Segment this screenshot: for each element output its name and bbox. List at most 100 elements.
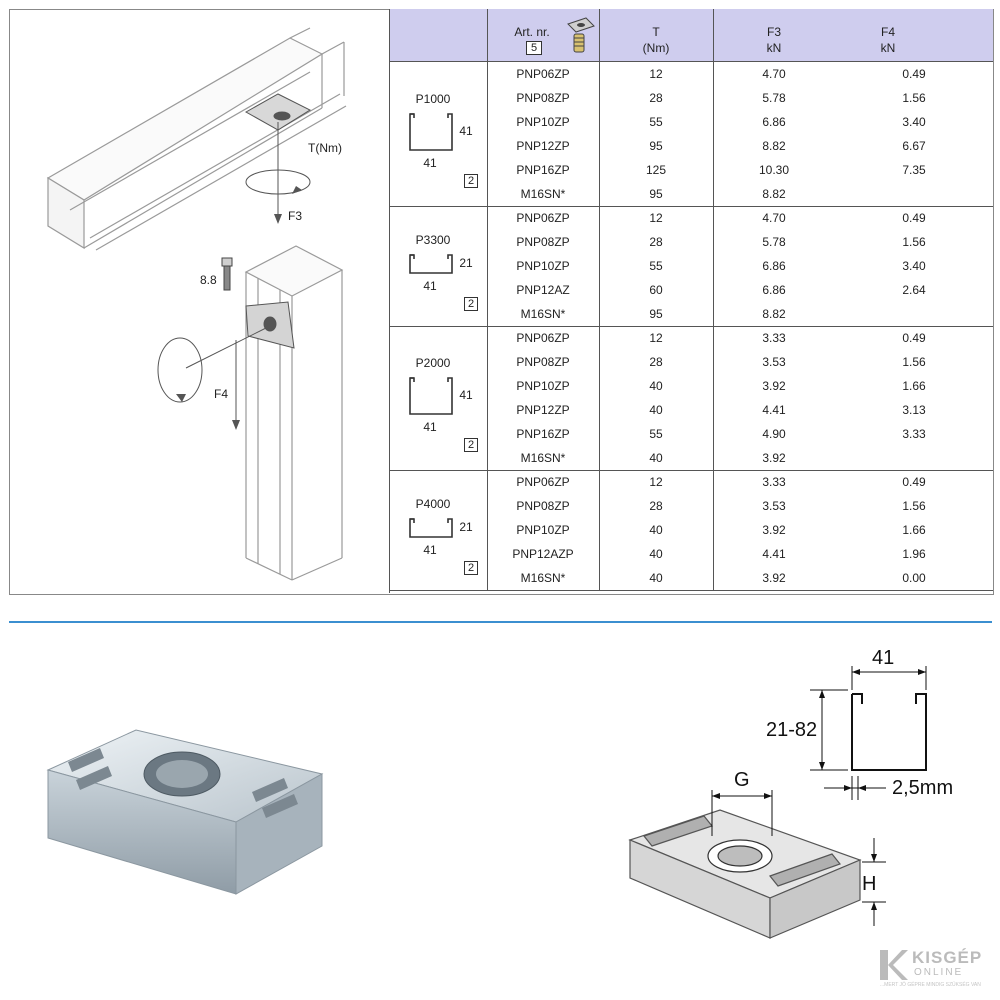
table-cell-f4: 1.56: [902, 91, 926, 105]
table-cell-f4: 1.56: [902, 499, 926, 513]
dim-g: G: [734, 769, 750, 791]
table-cell-f3: 3.92: [762, 451, 786, 465]
profile-height: 41: [459, 388, 473, 402]
profile-badge: 2: [464, 561, 478, 575]
table-cell-art: PNP08ZP: [516, 91, 570, 105]
column-separator: [599, 62, 600, 590]
bolt-label: 8.8: [200, 273, 217, 287]
table-cell-f4: 3.33: [902, 427, 926, 441]
table-cell-f4: 3.40: [902, 259, 926, 273]
table-cell-art: PNP12AZ: [516, 283, 570, 297]
table-cell-f4: 0.00: [902, 571, 926, 585]
profile-height: 21: [459, 256, 473, 270]
table-cell-f3: 8.82: [762, 187, 786, 201]
table-cell-f4: 7.35: [902, 163, 926, 177]
table-cell-t: 40: [649, 379, 663, 393]
profile-section-icon: [409, 518, 453, 538]
table-cell-t: 95: [649, 187, 663, 201]
dim-thickness: 2,5mm: [892, 777, 953, 799]
profile-block: P2000 41 41 2: [390, 326, 486, 470]
header-f3-unit: kN: [766, 41, 782, 55]
table-cell-art: M16SN*: [520, 307, 566, 321]
header-art-label: Art. nr.: [514, 25, 550, 39]
nut-icon: [567, 17, 595, 53]
vertical-channel: [244, 245, 344, 581]
table-cell-art: PNP06ZP: [516, 331, 570, 345]
table-cell-f3: 10.30: [758, 163, 790, 177]
channel-section: [851, 693, 927, 771]
table-cell-t: 12: [649, 211, 663, 225]
table-cell-f3: 3.33: [762, 331, 786, 345]
table-cell-t: 12: [649, 475, 663, 489]
table-cell-f3: 3.92: [762, 571, 786, 585]
table-cell-art: PNP12ZP: [516, 403, 570, 417]
row-separator: [390, 206, 993, 207]
row-separator: [390, 590, 993, 591]
column-separator: [713, 62, 714, 590]
table-cell-t: 28: [649, 91, 663, 105]
table-cell-f3: 6.86: [762, 283, 786, 297]
table-cell-art: PNP06ZP: [516, 67, 570, 81]
profile-section-icon: [409, 377, 453, 415]
table-cell-f4: 0.49: [902, 475, 926, 489]
column-separator: [487, 9, 488, 61]
nut-top: [244, 93, 312, 131]
table-cell-t: 95: [649, 307, 663, 321]
table-cell-f3: 4.90: [762, 427, 786, 441]
table-cell-art: PNP08ZP: [516, 235, 570, 249]
table-cell-f3: 5.78: [762, 91, 786, 105]
header-t: T: [652, 25, 660, 39]
table-cell-f3: 3.33: [762, 475, 786, 489]
table-cell-f4: 3.13: [902, 403, 926, 417]
dim-width: 41: [872, 647, 894, 669]
profile-badge: 2: [464, 297, 478, 311]
table-cell-art: PNP10ZP: [516, 523, 570, 537]
table-cell-t: 40: [649, 451, 663, 465]
table-cell-t: 40: [649, 403, 663, 417]
installation-diagram: T(Nm) F3 8.8 F4: [46, 27, 347, 581]
table-cell-f4: 2.64: [902, 283, 926, 297]
table-cell-art: PNP12AZP: [512, 547, 574, 561]
table-cell-t: 55: [649, 259, 663, 273]
table-cell-f3: 6.86: [762, 115, 786, 129]
profile-block: P3300 21 41 2: [390, 206, 486, 326]
profile-block: P4000 21 41 2: [390, 470, 486, 590]
table-cell-t: 12: [649, 67, 663, 81]
table-cell-f3: 3.53: [762, 499, 786, 513]
table-cell-t: 125: [645, 163, 667, 177]
profile-width: 41: [423, 156, 437, 170]
table-cell-f3: 4.41: [762, 547, 786, 561]
profile-width: 41: [423, 543, 437, 557]
header-t-unit: (Nm): [642, 41, 670, 55]
section-divider: [9, 621, 992, 623]
table-cell-f4: 1.56: [902, 355, 926, 369]
table-cell-f3: 4.70: [762, 67, 786, 81]
f4-label: F4: [214, 387, 228, 401]
table-cell-t: 40: [649, 547, 663, 561]
table-cell-art: PNP16ZP: [516, 427, 570, 441]
table-cell-f4: 0.49: [902, 211, 926, 225]
profile-name: P4000: [415, 497, 451, 511]
logo-name: KISGÉP: [912, 948, 983, 967]
profile-block: P1000 41 41 2: [390, 62, 486, 206]
table-cell-f3: 4.41: [762, 403, 786, 417]
table-cell-f3: 4.70: [762, 211, 786, 225]
dim-height: 21-82: [766, 719, 817, 741]
table-cell-t: 28: [649, 499, 663, 513]
table-cell-f3: 8.82: [762, 307, 786, 321]
table-cell-t: 55: [649, 427, 663, 441]
table-cell-art: PNP08ZP: [516, 499, 570, 513]
table-cell-art: M16SN*: [520, 571, 566, 585]
table-cell-t: 95: [649, 139, 663, 153]
table-cell-art: PNP06ZP: [516, 211, 570, 225]
teeth-right: [252, 778, 298, 818]
nut-photo: [46, 729, 324, 895]
table-cell-f4: 0.49: [902, 331, 926, 345]
table-cell-f4: 6.67: [902, 139, 926, 153]
header-f4-unit: kN: [880, 41, 896, 55]
profile-name: P3300: [415, 233, 451, 247]
kisgep-logo: KISGÉP ONLINE ...MERT JÓ GÉPRE MINDIG SZ…: [876, 940, 994, 994]
table-cell-t: 40: [649, 523, 663, 537]
